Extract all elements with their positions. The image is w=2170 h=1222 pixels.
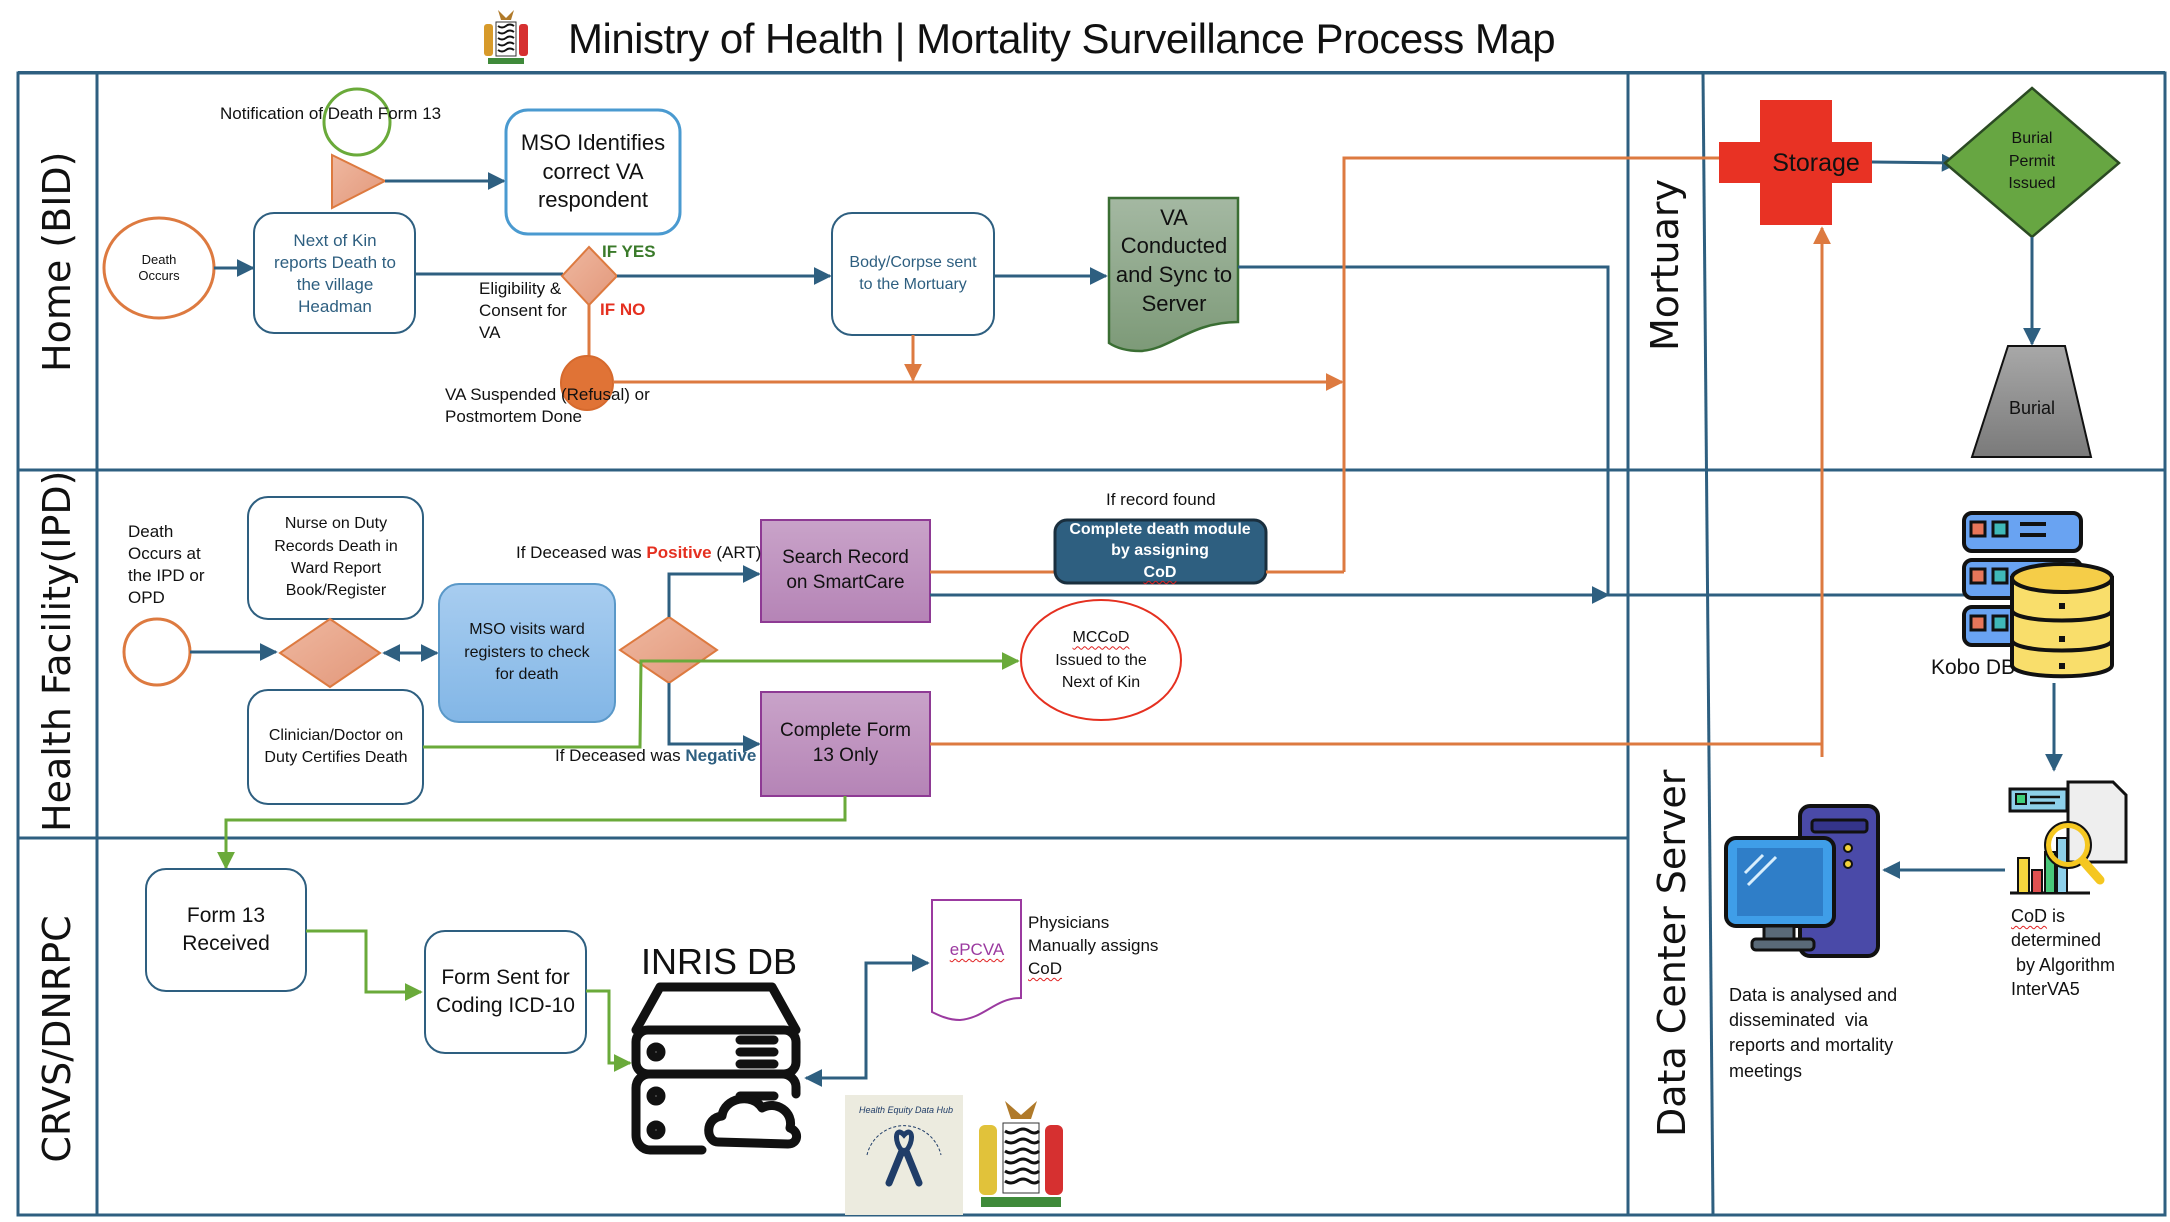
nurse-text: Nurse on Duty Records Death in Ward Repo… (274, 515, 398, 600)
health-equity-logo-text: Health Equity Data Hub (859, 1105, 954, 1115)
flow-coding-to-inris (586, 989, 632, 1072)
if-positive-prefix: If Deceased was (516, 543, 647, 562)
epcva-label: ePCVA (949, 939, 1005, 959)
cod-interva5: InterVA5 (2011, 978, 2080, 999)
flow-received-to-coding (306, 929, 423, 1001)
if-negative-word: Negative (685, 746, 757, 765)
cod-analysis-icon (2008, 780, 2128, 895)
nurse-box (247, 496, 424, 620)
epcva-document (931, 899, 1022, 1022)
physicians-text: Physicians Manually assigns CoD (1028, 912, 1158, 981)
flow-inris-epcva-bidirectional (804, 954, 930, 1087)
complete-death-module-line1: Complete death module by assigning (1069, 520, 1251, 560)
cod-determined-text: CoD is determined by Algorithm InterVA5 (2011, 904, 2161, 1001)
complete-death-module-cod: CoD (1143, 563, 1177, 581)
complete-death-module-text: Complete death module by assigning CoD (1060, 518, 1260, 584)
mccod-ellipse (1020, 599, 1182, 721)
facility-death-occurs-label: Death Occurs at the IPD or OPD (128, 522, 205, 608)
facility-merge-diamond (278, 617, 382, 689)
mso-identifies-box (504, 108, 682, 236)
if-positive-word: Positive (646, 543, 712, 562)
form13-received-text: Form 13 Received (182, 903, 270, 955)
notification-triangle (331, 153, 388, 210)
death-occurs-label: Death Occurs (138, 252, 180, 283)
flow-form13-to-crvs (217, 796, 847, 870)
flow-negative-to-form13 (667, 683, 761, 753)
page-title: Ministry of Health | Mortality Surveilla… (568, 15, 1556, 62)
storage-cross (1719, 100, 1872, 225)
storage-label: Storage (1772, 148, 1860, 177)
flow-clinician-to-mccod (423, 652, 1020, 749)
footer-zambia-coat-of-arms (965, 1095, 1077, 1215)
epcva-text: ePCVA (934, 930, 1020, 970)
if-positive-suffix: (ART) (711, 543, 762, 562)
notification-form13-label: Notification of Death Form 13 (220, 104, 442, 123)
next-of-kin-text: Next of Kin reports Death to the village… (274, 230, 396, 317)
va-conducted-document (1107, 196, 1240, 353)
burial-shape (1970, 345, 2093, 458)
header-logo-zambia-coat-of-arms (478, 8, 534, 68)
right-label-column-divider (1701, 72, 1715, 1216)
hiv-status-diamond (618, 615, 719, 685)
lane-label-crvs: CRVS/DNRPC (35, 915, 79, 1163)
mccod-issued: Issued to the Next of Kin (1055, 651, 1147, 692)
physicians-line1: Physicians (1028, 913, 1110, 932)
clinician-text: Clinician/Doctor on Duty Certifies Death (264, 726, 408, 766)
if-no-label: IF NO (600, 300, 646, 319)
mccod-abbrev: MCCoD (1072, 629, 1130, 647)
body-sent-text: Body/Corpse sent to the Mortuary (849, 254, 977, 293)
if-yes-label: IF YES (602, 242, 656, 261)
computer-icon (1724, 804, 1880, 958)
notification-circle (322, 87, 392, 157)
kobo-db-icon (1962, 511, 2114, 679)
if-negative-label: If Deceased was Negative (555, 746, 756, 766)
cod-abbrev: CoD (2011, 906, 2048, 926)
search-smartcare-text: Search Record on SmartCare (782, 547, 909, 593)
inris-server-icon (631, 982, 801, 1155)
data-analysed-text: Data is analysed and disseminated via re… (1729, 985, 1908, 1081)
mccod-text: MCCoD Issued to the Next of Kin (1046, 612, 1156, 710)
lane-label-home: Home (BID) (35, 151, 79, 373)
eligibility-consent-label: Eligibility & Consent for VA (479, 279, 567, 343)
inris-db-label: INRIS DB (641, 941, 798, 982)
complete-form13-text: Complete Form 13 Only (780, 720, 911, 766)
va-suspended-label: VA Suspended (Refusal) or Postmortem Don… (445, 385, 650, 427)
mso-visits-box (438, 583, 616, 723)
record-found-label: If record found (1106, 490, 1216, 509)
cod-determined: determined (2011, 930, 2102, 951)
flow-va-to-kobo (1238, 265, 2044, 604)
complete-death-module-box (1053, 518, 1268, 585)
burial-permit-text: Burial Permit Issued (2008, 130, 2056, 193)
form-sent-coding-text: Form Sent for Coding ICD-10 (436, 965, 575, 1017)
lane-label-data-center: Data Center Server (1650, 769, 1694, 1137)
mso-visits-text: MSO visits ward registers to check for d… (464, 621, 590, 684)
lane-label-mortuary: Mortuary (1643, 178, 1687, 352)
health-equity-data-hub-logo: Health Equity Data Hub (845, 1095, 963, 1215)
if-negative-prefix: If Deceased was (555, 746, 686, 765)
mso-identifies-text: MSO Identifies correct VA respondent (520, 130, 666, 213)
burial-text: Burial (2008, 398, 2056, 419)
physicians-line2: Manually assigns (1028, 935, 1159, 955)
cod-by-algorithm: by Algorithm (2011, 954, 2116, 975)
kobo-db-label: Kobo DB (1931, 656, 2016, 679)
lane-label-health-facility: Health Facility(IPD) (35, 470, 79, 832)
flow-to-storage (1342, 149, 1757, 572)
cod-is: is (2047, 906, 2066, 926)
va-conducted-text: VA Conducted and Sync to Server (1115, 204, 1233, 316)
flow-positive-to-search (667, 565, 761, 617)
physicians-line3: CoD (1028, 958, 1063, 978)
if-positive-label: If Deceased was Positive (ART) (516, 543, 761, 563)
facility-death-start-node (122, 617, 192, 687)
title-underline (18, 71, 2165, 74)
